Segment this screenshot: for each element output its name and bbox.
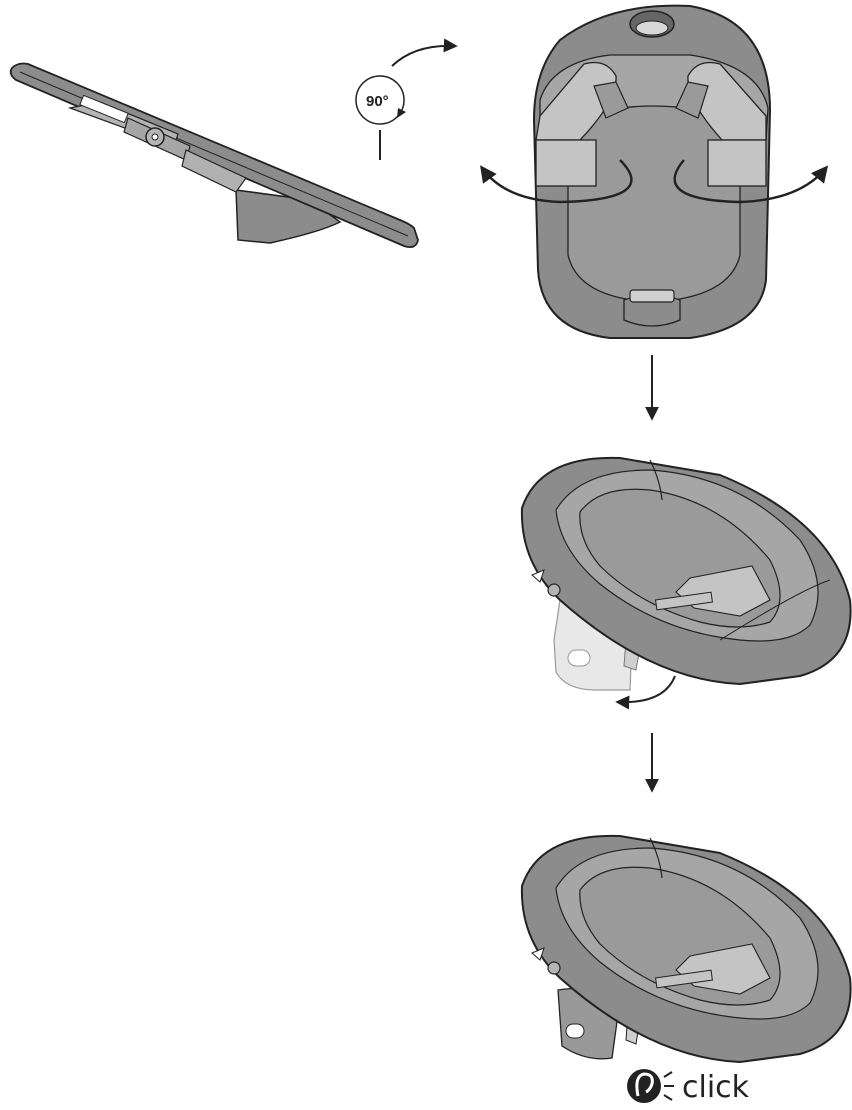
- seat-with-bracket-view: [522, 458, 851, 702]
- seat-folded-view: [522, 836, 851, 1062]
- click-sound-indicator: click: [627, 1069, 750, 1105]
- seat-side-view: [11, 64, 418, 248]
- click-label: click: [682, 1070, 750, 1105]
- seat-top-view: [482, 6, 826, 338]
- rotation-angle-label: 90°: [366, 93, 389, 110]
- rotate-arrow-icon: [392, 46, 455, 66]
- rotate-indicator: 90°: [356, 46, 455, 160]
- ear-icon: [627, 1069, 661, 1103]
